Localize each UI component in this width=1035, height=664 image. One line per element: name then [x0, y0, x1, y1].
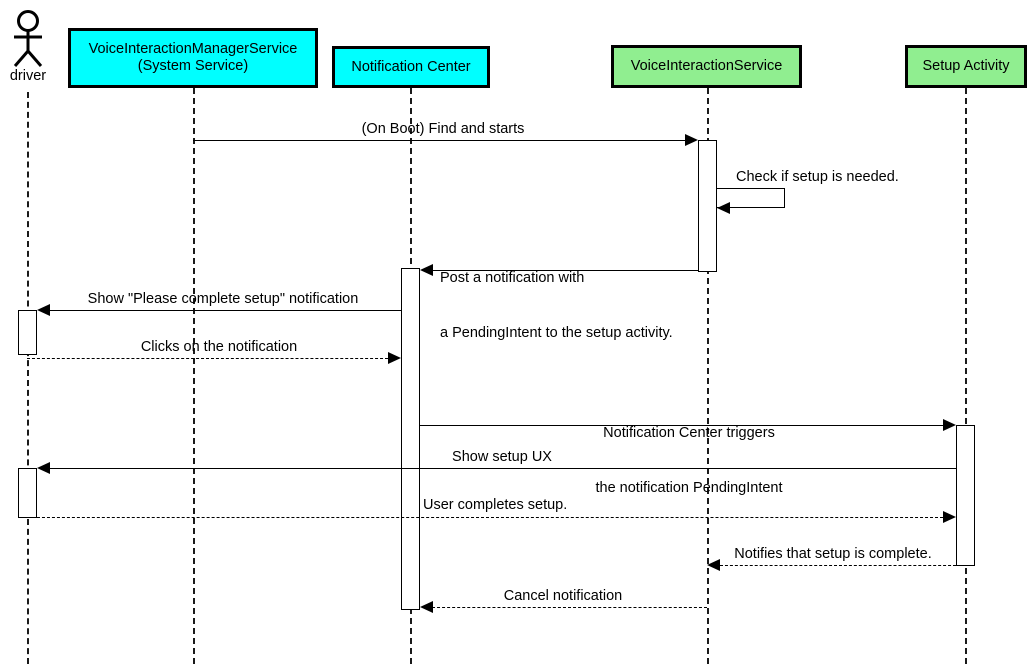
message-label-8: User completes setup. — [423, 497, 568, 513]
lifeline-voiceinteractionservice — [707, 88, 709, 664]
activation-bar-driver-1 — [18, 310, 37, 355]
message-line-5 — [27, 358, 388, 359]
participant-box-vims[interactable]: VoiceInteractionManagerService (System S… — [68, 28, 318, 88]
message-selfcall-box-2 — [717, 188, 785, 208]
message-arrowhead-5 — [388, 351, 401, 364]
participant-label-vims-line1: VoiceInteractionManagerService — [88, 41, 298, 58]
activation-bar-notification-center — [401, 268, 420, 610]
message-label-3-line2: a PendingIntent to the setup activity. — [440, 324, 673, 341]
message-arrowhead-6 — [943, 418, 956, 431]
participant-box-voiceinteractionservice[interactable]: VoiceInteractionService — [611, 45, 802, 88]
activation-bar-setup-activity — [956, 425, 975, 566]
message-arrowhead-3 — [420, 263, 433, 276]
actor-driver-icon — [7, 10, 49, 73]
message-line-9 — [720, 565, 956, 566]
message-label-6-line2: the notification PendingIntent — [595, 479, 783, 496]
activation-bar-voiceinteractionservice — [698, 140, 717, 272]
message-arrowhead-8 — [943, 510, 956, 523]
message-label-7: Show setup UX — [452, 449, 552, 465]
lifeline-driver — [27, 92, 29, 664]
message-arrowhead-4 — [37, 303, 50, 316]
message-label-4: Show "Please complete setup" notificatio… — [87, 291, 359, 307]
message-line-3 — [432, 270, 698, 271]
message-line-1 — [193, 140, 693, 141]
lifeline-setup-activity — [965, 88, 967, 664]
message-arrowhead-7 — [37, 461, 50, 474]
participant-label-voiceinteractionservice: VoiceInteractionService — [630, 58, 783, 75]
message-label-6: Notification Center triggers the notific… — [595, 388, 782, 533]
message-arrowhead-9 — [707, 558, 720, 571]
message-line-8 — [27, 517, 943, 518]
lifeline-vims — [193, 88, 195, 664]
participant-box-notification-center[interactable]: Notification Center — [332, 46, 490, 88]
participant-box-setup-activity[interactable]: Setup Activity — [905, 45, 1027, 88]
participant-label-driver: driver — [9, 68, 47, 84]
message-label-2: Check if setup is needed. — [736, 169, 899, 185]
message-label-9: Notifies that setup is complete. — [734, 546, 932, 562]
message-arrowhead-2 — [717, 201, 730, 214]
participant-label-notification-center: Notification Center — [351, 58, 471, 75]
message-label-6-line1: Notification Center triggers — [603, 425, 775, 442]
message-label-3: Post a notification with a PendingIntent… — [440, 233, 673, 378]
stick-figure-icon — [13, 10, 43, 67]
message-line-4 — [50, 310, 401, 311]
participant-label-vims-line2: (System Service) — [137, 58, 249, 74]
participant-label-setup-activity: Setup Activity — [922, 58, 1010, 75]
activation-bar-driver-2 — [18, 468, 37, 518]
message-line-7 — [50, 468, 956, 469]
message-line-10 — [432, 607, 707, 608]
message-label-5: Clicks on the notification — [140, 339, 298, 355]
message-arrowhead-1 — [685, 133, 698, 146]
message-label-1: (On Boot) Find and starts — [361, 121, 525, 137]
message-arrowhead-10 — [420, 600, 433, 613]
message-line-6 — [420, 425, 951, 426]
message-label-3-line1: Post a notification with — [440, 270, 585, 287]
message-label-10: Cancel notification — [503, 588, 623, 604]
